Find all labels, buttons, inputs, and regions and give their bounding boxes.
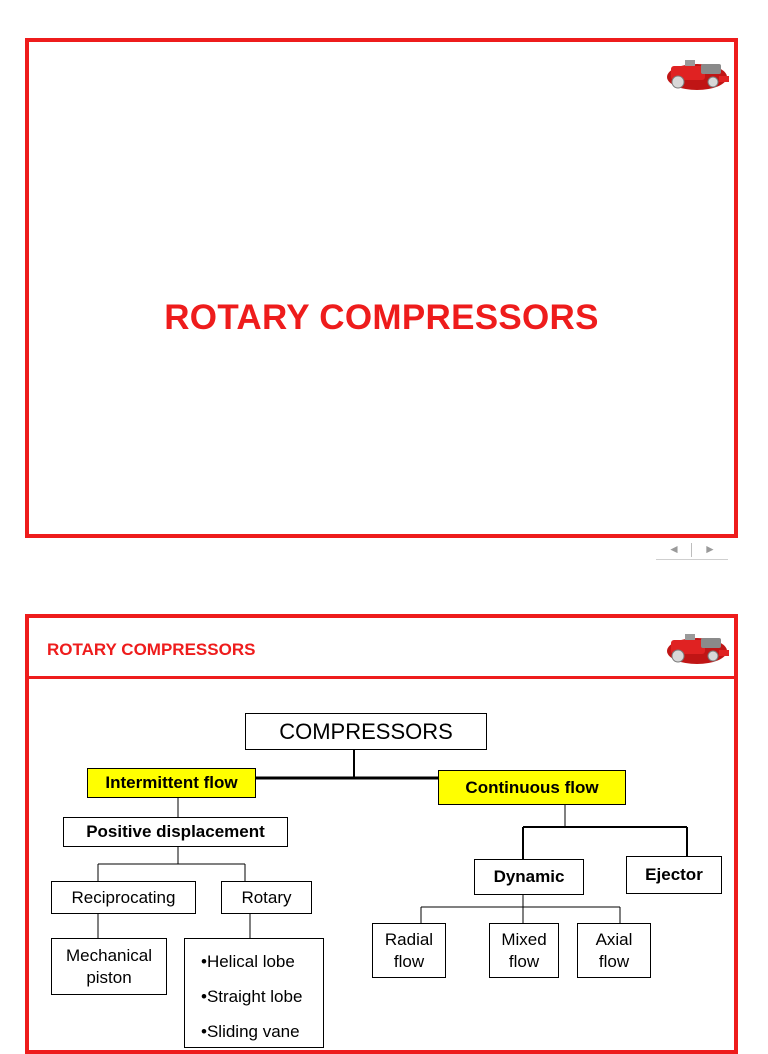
axial-flow-node: Axial flow [577,923,651,978]
compressor-logo-icon [667,634,729,664]
rotary-types-node: •Helical lobe •Straight lobe •Sliding va… [184,938,324,1048]
nav-separator [691,543,692,557]
radial-flow-node: Radial flow [372,923,446,978]
rotary-type-helical-lobe: •Helical lobe [201,952,295,971]
mechanical-piston-node: Mechanical piston [51,938,167,995]
title-slide: ROTARY COMPRESSORS [25,38,738,538]
positive-displacement-node: Positive displacement [63,817,288,847]
reciprocating-node: Reciprocating [51,881,196,914]
slide-title: ROTARY COMPRESSORS [164,298,599,337]
mixed-flow-node: Mixed flow [489,923,559,978]
slide-header-title: ROTARY COMPRESSORS [47,640,256,659]
next-slide-icon[interactable]: ► [704,542,716,556]
compressors-node: COMPRESSORS [245,713,487,750]
intermittent-flow-node: Intermittent flow [87,768,256,798]
header-divider [29,676,734,679]
slide-navigation: ◄ ► [656,541,728,560]
rotary-node: Rotary [221,881,312,914]
compressor-logo-icon [667,60,729,90]
dynamic-node: Dynamic [474,859,584,895]
ejector-node: Ejector [626,856,722,894]
continuous-flow-node: Continuous flow [438,770,626,805]
previous-slide-icon[interactable]: ◄ [668,542,680,556]
rotary-type-sliding-vane: •Sliding vane [201,1022,300,1041]
rotary-type-straight-lobe: •Straight lobe [201,987,303,1006]
diagram-slide: ROTARY COMPRESSORS [25,614,738,1054]
